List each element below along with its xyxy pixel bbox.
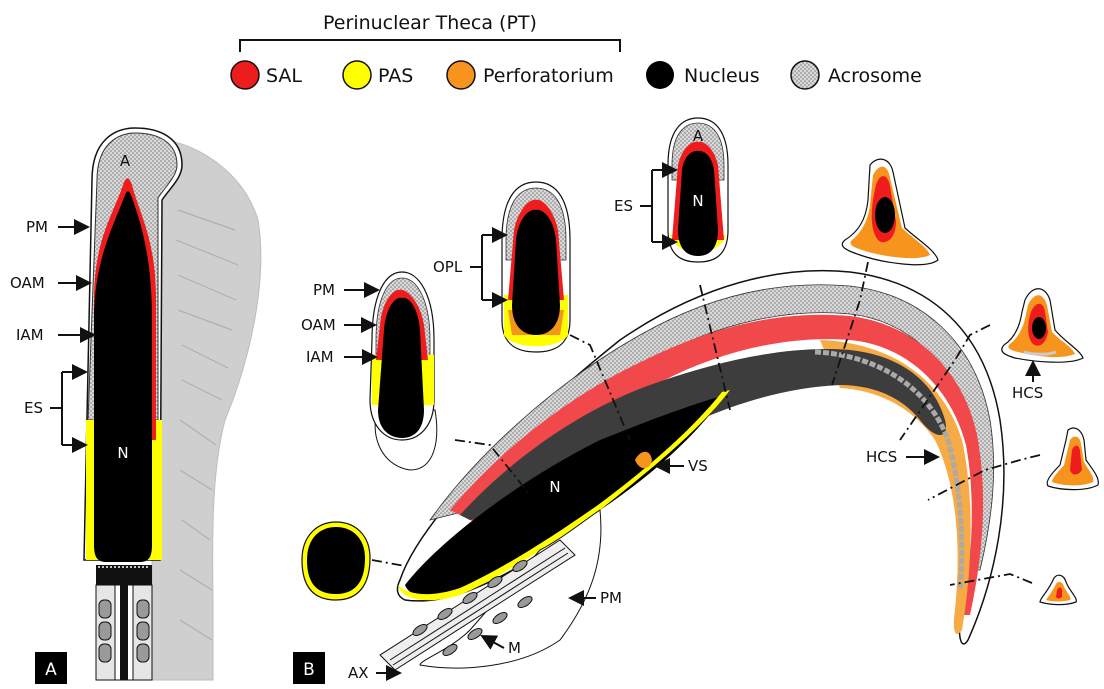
head-3d-side bbox=[150, 139, 261, 680]
label-nucleus-main: N bbox=[549, 478, 560, 496]
legend-bracket-title: Perinuclear Theca (PT) bbox=[323, 12, 537, 34]
legend-item-perforatorium: Perforatorium bbox=[447, 61, 614, 89]
legend-label-perforatorium: Perforatorium bbox=[483, 65, 614, 87]
legend-label-acrosome: Acrosome bbox=[828, 65, 922, 87]
cross-section-small bbox=[370, 272, 437, 470]
legend-item-sal: SAL bbox=[231, 61, 302, 89]
tail-a bbox=[96, 585, 152, 680]
panel-a: A N PM OAM IAM ES A bbox=[10, 128, 261, 684]
legend-label-pas: PAS bbox=[378, 65, 413, 87]
label-es-a: ES bbox=[24, 399, 43, 417]
legend-bracket bbox=[240, 40, 620, 52]
label-nucleus-a: N bbox=[117, 444, 128, 462]
label-nucleus-top: N bbox=[692, 192, 703, 210]
label-pm-a: PM bbox=[26, 218, 48, 236]
label-vs: VS bbox=[688, 457, 708, 475]
label-opl: OPL bbox=[433, 258, 463, 276]
black-circle-icon bbox=[646, 61, 674, 89]
panel-b-badge: B bbox=[303, 660, 315, 680]
label-pm-b: PM bbox=[313, 281, 335, 299]
bracket-es-a: ES bbox=[24, 372, 86, 445]
label-acrosome-top: A bbox=[693, 127, 704, 145]
cross-section-tri-1 bbox=[842, 159, 938, 265]
label-pm-tail: PM bbox=[600, 589, 622, 607]
bracket-opl: OPL bbox=[433, 235, 506, 300]
label-hcs-right: HCS bbox=[1012, 384, 1043, 402]
label-iam-b: IAM bbox=[306, 348, 334, 366]
label-m: M bbox=[508, 639, 521, 657]
panel-a-badge: A bbox=[45, 660, 57, 680]
bracket-es-top: ES bbox=[614, 170, 676, 242]
cross-section-tri-2 bbox=[1002, 289, 1083, 362]
legend-label-nucleus: Nucleus bbox=[684, 65, 760, 87]
legend-item-pas: PAS bbox=[343, 61, 413, 89]
neck-a bbox=[96, 565, 152, 585]
pointer-oam-a: OAM bbox=[10, 274, 90, 292]
label-acrosome-a: A bbox=[120, 152, 131, 170]
pointer-hcs-main: HCS bbox=[866, 448, 938, 466]
label-ax: AX bbox=[348, 664, 369, 682]
legend-item-acrosome: Acrosome bbox=[791, 61, 922, 89]
red-circle-icon bbox=[231, 61, 259, 89]
pointer-pm-b: PM bbox=[313, 281, 378, 299]
label-iam-a: IAM bbox=[16, 326, 44, 344]
legend: Perinuclear Theca (PT) SAL PAS Perforato… bbox=[231, 12, 922, 89]
label-es-top: ES bbox=[614, 197, 633, 215]
pointer-pm-a: PM bbox=[26, 218, 88, 236]
label-oam-b: OAM bbox=[301, 316, 336, 334]
label-hcs-main: HCS bbox=[866, 448, 897, 466]
cross-section-tri-4 bbox=[1040, 575, 1076, 604]
cross-section-tri-3 bbox=[1047, 428, 1098, 490]
dotted-gray-circle-icon bbox=[791, 61, 819, 89]
pointer-hcs-right: HCS bbox=[1012, 362, 1043, 402]
pointer-iam-a: IAM bbox=[16, 326, 94, 344]
cross-section-opl bbox=[502, 182, 570, 352]
pointer-iam-b: IAM bbox=[306, 348, 376, 366]
cross-section-round bbox=[302, 522, 370, 600]
legend-label-sal: SAL bbox=[266, 65, 302, 87]
label-oam-a: OAM bbox=[10, 274, 45, 292]
pointer-oam-b: OAM bbox=[301, 316, 375, 334]
yellow-circle-icon bbox=[343, 61, 371, 89]
orange-circle-icon bbox=[447, 61, 475, 89]
legend-item-nucleus: Nucleus bbox=[646, 61, 760, 89]
panel-b: PM OAM IAM OPL bbox=[293, 118, 1098, 684]
